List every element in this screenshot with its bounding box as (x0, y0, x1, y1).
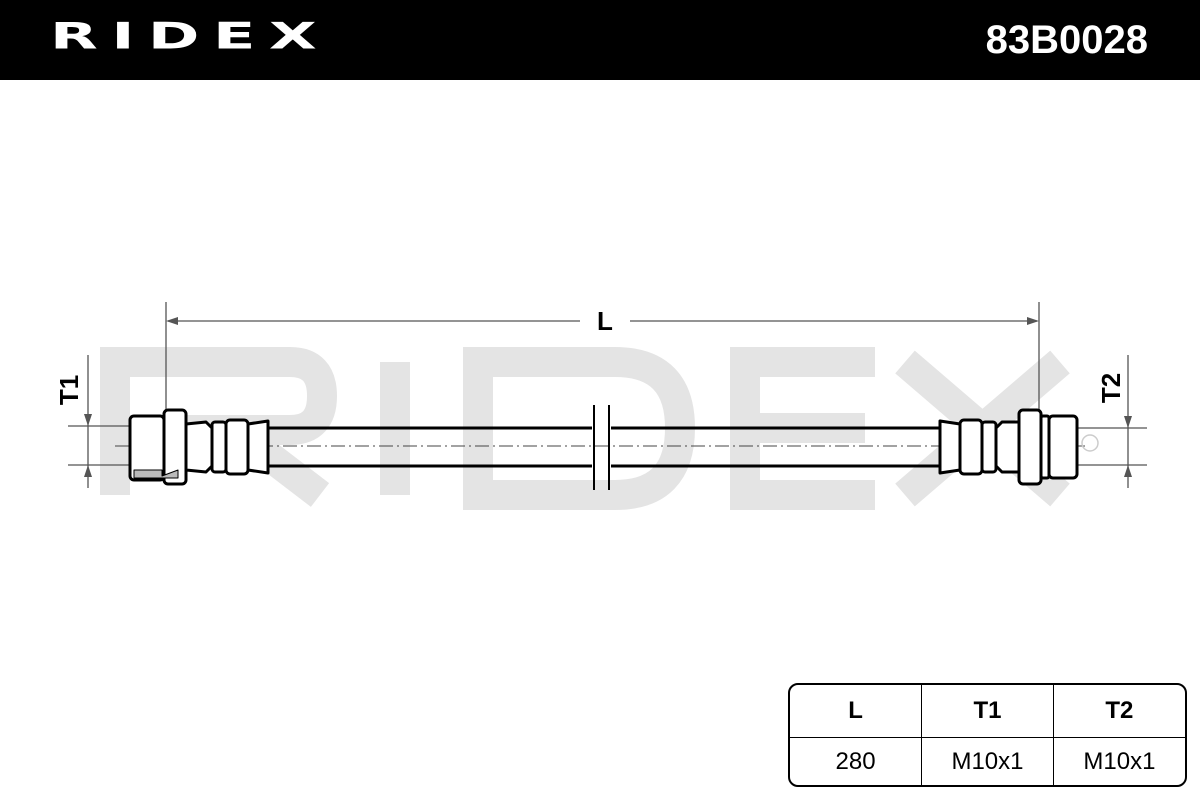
ridex-logo: RIDEX (50, 14, 331, 58)
header-t2: T2 (1053, 685, 1185, 738)
right-fitting (938, 408, 1079, 486)
header-bar: RIDEX 83B0028 (0, 0, 1200, 80)
hose (268, 426, 940, 468)
value-t1: M10x1 (921, 737, 1054, 785)
dimension-arrows (84, 317, 1132, 477)
spec-table: L T1 T2 280 M10x1 M10x1 (788, 683, 1187, 787)
header-l: L (790, 685, 923, 738)
brake-hose-drawing: L T1 T2 (54, 302, 1147, 510)
break-marks (593, 405, 610, 490)
t2-label: T2 (1096, 373, 1126, 403)
part-number: 83B0028 (985, 18, 1148, 62)
length-label: L (597, 306, 613, 336)
value-t2: M10x1 (1083, 747, 1156, 775)
value-l: 280 (790, 737, 923, 785)
header-t1: T1 (921, 685, 1054, 738)
registered-mark-icon (1081, 434, 1099, 452)
left-fitting (128, 408, 270, 486)
t1-label: T1 (54, 375, 84, 405)
